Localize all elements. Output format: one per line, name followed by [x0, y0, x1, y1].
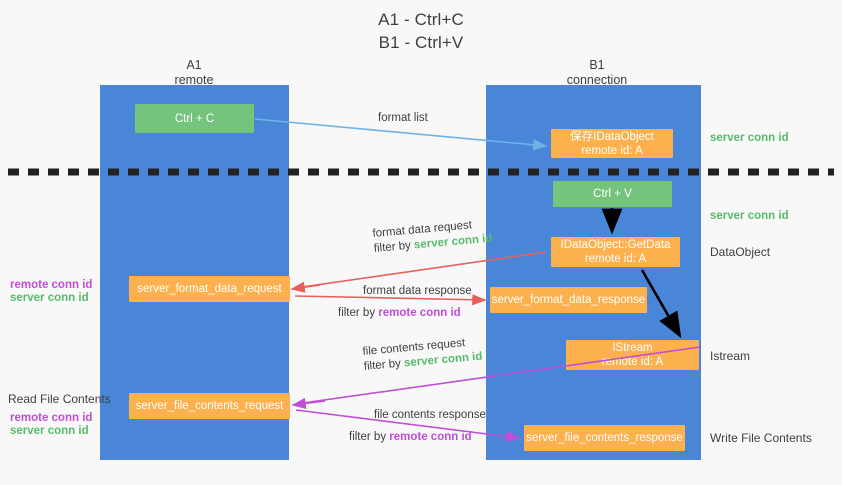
- box-istream-line2: remote id: A: [601, 356, 664, 368]
- annotation-left-server-conn-id-1: server conn id: [10, 292, 89, 304]
- box-server-format-data-request-label: server_format_data_request: [137, 283, 282, 295]
- annotation-right-dataobject: DataObject: [710, 245, 771, 259]
- title-line-2: B1 - Ctrl+V: [378, 33, 464, 52]
- filter-prefix: filter by: [363, 357, 405, 373]
- column-a1-subtitle: remote: [174, 73, 214, 87]
- column-header-b1: B1 connection: [533, 58, 661, 88]
- filter-prefix: filter by: [338, 307, 379, 319]
- box-save-idataobject-line2: remote id: A: [581, 144, 643, 157]
- box-istream[interactable]: IStream remote id: A: [566, 340, 699, 370]
- box-server-file-contents-response-label: server_file_contents_response: [526, 432, 683, 444]
- box-server-format-data-request[interactable]: server_format_data_request: [129, 276, 290, 302]
- box-server-file-contents-request[interactable]: server_file_contents_request: [129, 393, 290, 419]
- edge-label-format-list: format list: [378, 111, 428, 126]
- annotation-right-istream: Istream: [710, 349, 751, 363]
- column-header-a1: A1 remote: [130, 58, 258, 88]
- box-idataobject-getdata-line2: remote id: A: [584, 253, 647, 265]
- box-istream-line1: IStream: [612, 342, 653, 354]
- box-server-format-data-response[interactable]: server_format_data_response: [490, 287, 647, 313]
- column-b1-name: B1: [589, 58, 605, 72]
- filter-prefix: filter by: [373, 239, 415, 255]
- diagram-title: A1 - Ctrl+C B1 - Ctrl+V: [0, 8, 842, 54]
- annotation-left-remote-conn-id-1: remote conn id: [10, 279, 93, 291]
- edge-label-file-contents-response-filter: filter by remote conn id: [349, 430, 486, 445]
- box-save-idataobject[interactable]: 保存IDataObject remote id: A: [551, 129, 673, 158]
- title-line-1: A1 - Ctrl+C: [378, 10, 464, 29]
- box-save-idataobject-line1: 保存IDataObject: [570, 130, 654, 143]
- edge-label-file-contents-response: file contents response filter by remote …: [349, 408, 486, 445]
- box-server-file-contents-response[interactable]: server_file_contents_response: [524, 425, 685, 451]
- edge-label-format-data-response-text: format data response: [363, 285, 472, 297]
- arrow-format-data-request-head: [290, 281, 321, 293]
- column-a1-name: A1: [186, 58, 202, 72]
- box-server-format-data-response-label: server_format_data_response: [491, 294, 646, 306]
- edge-label-format-list-text: format list: [378, 112, 428, 124]
- edge-label-format-data-response: format data response filter by remote co…: [338, 284, 472, 321]
- edge-label-format-data-response-filter: filter by remote conn id: [338, 306, 472, 321]
- annotation-right-server-conn-id-mid: server conn id: [710, 210, 789, 222]
- box-idataobject-getdata[interactable]: IDataObject::GetData remote id: A: [551, 237, 680, 267]
- filter-value-remote-conn-id: remote conn id: [378, 307, 461, 319]
- annotation-right-server-conn-id-top: server conn id: [710, 132, 789, 144]
- box-ctrl-c[interactable]: Ctrl + C: [135, 104, 254, 133]
- annotation-left-read-file-contents: Read File Contents: [8, 392, 111, 406]
- edge-label-file-contents-request: file contents request filter by server c…: [362, 335, 483, 375]
- annotation-left-server-conn-id-2: server conn id: [10, 425, 89, 437]
- filter-value-remote-conn-id: remote conn id: [389, 431, 472, 443]
- box-ctrl-v-label: Ctrl + V: [593, 188, 632, 200]
- box-server-file-contents-request-label: server_file_contents_request: [135, 400, 284, 412]
- annotation-left-remote-conn-id-2: remote conn id: [10, 412, 93, 424]
- edge-label-format-data-request: format data request filter by server con…: [372, 217, 493, 257]
- box-idataobject-getdata-line1: IDataObject::GetData: [560, 239, 671, 251]
- annotation-right-write-file-contents: Write File Contents: [710, 431, 812, 445]
- box-ctrl-v[interactable]: Ctrl + V: [553, 181, 672, 207]
- edge-label-file-contents-response-text: file contents response: [374, 409, 486, 421]
- filter-prefix: filter by: [349, 431, 390, 443]
- box-ctrl-c-label: Ctrl + C: [174, 112, 215, 125]
- arrow-file-contents-request-head: [291, 397, 326, 409]
- column-b1-subtitle: connection: [566, 73, 628, 87]
